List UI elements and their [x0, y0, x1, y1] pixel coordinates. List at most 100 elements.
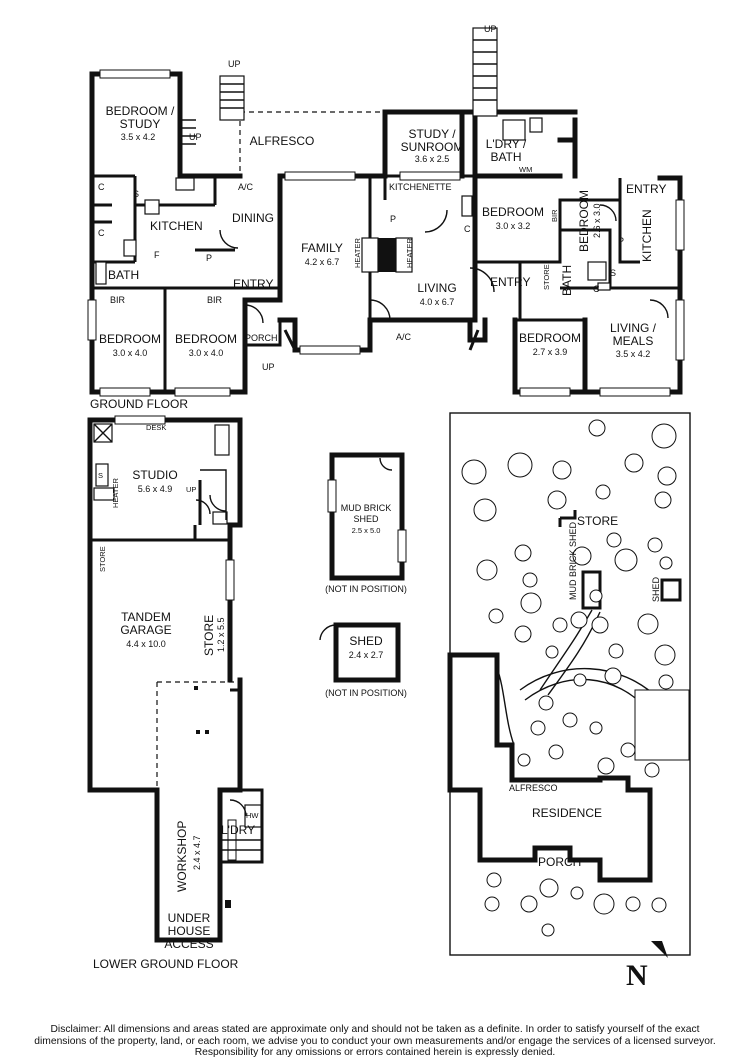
laundry-bath-label: L'DRY / [486, 137, 527, 151]
site-porch-label: PORCH [538, 855, 581, 869]
mud-shed-dim: 2.5 x 5.0 [352, 526, 381, 535]
alfresco-label: ALFRESCO [250, 134, 315, 148]
north-arrow: N [626, 941, 668, 992]
heater-studio-label: HEATER [111, 478, 120, 508]
ac-label-living: A/C [396, 332, 412, 342]
mud-shed-label-2: SHED [353, 514, 379, 524]
lower-floor-title: LOWER GROUND FLOOR [93, 957, 239, 971]
living-dim: 4.0 x 6.7 [420, 297, 455, 307]
site-store-label: STORE [577, 514, 618, 528]
porch-label: PORCH [245, 333, 278, 343]
garage-label: TANDEM [121, 610, 171, 624]
site-residence-label: RESIDENCE [532, 806, 602, 820]
store-garage-label: STORE [202, 615, 216, 656]
workshop-dim: 2.4 x 4.7 [192, 835, 202, 870]
pantry-label-2: P [390, 244, 396, 254]
bedroom-east-dim: 2.6 x 3.0 [592, 203, 602, 238]
bedroom-sw1-dim: 3.0 x 4.0 [113, 348, 148, 358]
store-east-label: STORE [542, 264, 551, 290]
under-house-label-2: HOUSE [168, 924, 211, 938]
laundry-lower-label: L'DRY [221, 823, 255, 837]
tree-markers [461, 419, 677, 937]
bath-west-label: BATH [108, 268, 139, 282]
hot-water-label: HW [246, 811, 259, 820]
ac-label: A/C [238, 182, 254, 192]
shed-dim: 2.4 x 2.7 [349, 650, 384, 660]
mud-brick-shed [327, 452, 407, 581]
store-garage-dim: 1.2 x 5.5 [216, 617, 226, 652]
kitchen-east-label: KITCHEN [640, 209, 654, 262]
cupboard-label-kitchenette: C [464, 224, 471, 234]
bedroom-center-dim: 3.0 x 3.2 [496, 221, 531, 231]
disclaimer-text: Disclaimer: All dimensions and areas sta… [34, 1024, 716, 1058]
bedroom-se-label: BEDROOM [519, 331, 581, 345]
bath-east-label: BATH [560, 265, 574, 296]
bedroom-east-label: BEDROOM [577, 190, 591, 252]
study-sunroom-label-2: SUNROOM [401, 140, 464, 154]
study-sunroom-dim: 3.6 x 2.5 [415, 154, 450, 164]
bir-label-2: BIR [207, 295, 223, 305]
kitchenette-label: KITCHENETTE [389, 182, 452, 192]
living-meals-label-2: MEALS [613, 334, 654, 348]
under-house-label-1: UNDER [168, 911, 211, 925]
pantry-label-west: P [206, 253, 212, 263]
bedroom-study-label: BEDROOM / [106, 104, 175, 118]
bir-label-center: BIR [550, 209, 559, 222]
cupboard-label-east: C [593, 284, 600, 294]
north-arrow-letter: N [626, 959, 648, 992]
bir-label-1: BIR [110, 295, 126, 305]
bedroom-study-dim: 3.5 x 4.2 [121, 132, 156, 142]
living-meals-dim: 3.5 x 4.2 [616, 349, 651, 359]
up-label-alfresco: UP [228, 59, 241, 69]
bedroom-sw2-label: BEDROOM [175, 332, 237, 346]
wm-label: WM [519, 165, 532, 174]
shed [319, 622, 401, 683]
cupboard-label-1: C [98, 182, 105, 192]
pantry-label-east: P [618, 236, 624, 246]
family-label: FAMILY [301, 241, 343, 255]
mud-shed-note: (NOT IN POSITION) [325, 584, 407, 594]
entry-middle-label: ENTRY [233, 277, 273, 291]
site-shed-label: SHED [651, 576, 661, 602]
site-mud-shed-label: MUD BRICK SHED [568, 521, 578, 600]
site-plan [447, 412, 691, 956]
heater-right-label: HEATER [405, 238, 414, 268]
up-label-porch: UP [262, 362, 275, 372]
shed-note: (NOT IN POSITION) [325, 688, 407, 698]
site-alfresco-label: ALFRESCO [509, 783, 558, 793]
heater-left-label: HEATER [353, 238, 362, 268]
up-label-study: UP [189, 132, 202, 142]
under-house-label-3: ACCESS [164, 937, 213, 951]
sink-label-west: S [133, 189, 139, 199]
shed-label: SHED [349, 634, 383, 648]
dining-label: DINING [232, 211, 274, 225]
entry-east-label: ENTRY [490, 275, 530, 289]
up-label-studio: UP [186, 485, 196, 494]
studio-label: STUDIO [132, 468, 177, 482]
ground-floor-title: GROUND FLOOR [90, 397, 188, 411]
entry-northeast-label: ENTRY [626, 182, 666, 196]
pantry-label-1: P [390, 214, 396, 224]
bedroom-study-label-2: STUDY [120, 117, 161, 131]
up-label-stairs: UP [484, 24, 497, 34]
sink-label-east: S [610, 268, 616, 278]
mud-shed-label: MUD BRICK [341, 503, 392, 513]
bedroom-se-dim: 2.7 x 3.9 [533, 347, 568, 357]
family-dim: 4.2 x 6.7 [305, 257, 340, 267]
bedroom-sw2-dim: 3.0 x 4.0 [189, 348, 224, 358]
laundry-bath-label-2: BATH [490, 150, 521, 164]
workshop-label: WORKSHOP [175, 821, 189, 892]
cupboard-label-2: C [98, 228, 105, 238]
living-meals-label: LIVING / [610, 321, 657, 335]
garage-dim: 4.4 x 10.0 [126, 639, 166, 649]
studio-dim: 5.6 x 4.9 [138, 484, 173, 494]
ground-floor-plan [87, 27, 685, 397]
desk-label: DESK [146, 423, 166, 432]
kitchen-west-label: KITCHEN [150, 219, 203, 233]
fridge-label: F [154, 250, 160, 260]
bedroom-sw1-label: BEDROOM [99, 332, 161, 346]
living-label: LIVING [417, 281, 456, 295]
bedroom-center-label: BEDROOM [482, 205, 544, 219]
garage-label-2: GARAGE [120, 623, 171, 637]
